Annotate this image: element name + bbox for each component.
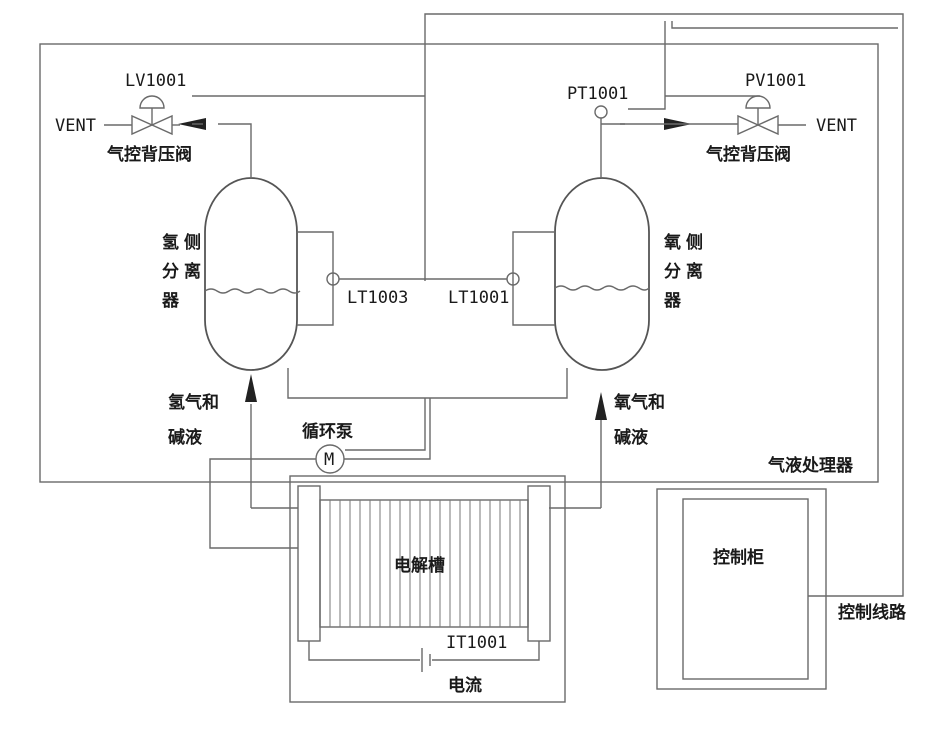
electrolyzer-label: 电解槽: [394, 555, 445, 576]
o2-liquid-level: [555, 286, 649, 290]
pt1001-sensor-icon: [595, 106, 607, 118]
electrolyzer-end-right: [528, 486, 550, 641]
valve-right-label: 气控背压阀: [705, 144, 791, 165]
control-line-inner: [672, 21, 898, 28]
h2-outlet-pipe: [218, 124, 251, 178]
o2-sep-char-1: 氧: [663, 232, 681, 253]
h2-sep-char-2: 侧: [184, 232, 201, 253]
it1001-label: IT1001: [446, 633, 507, 653]
vent-left-label: VENT: [55, 116, 96, 136]
lv1001-actuator-icon: [140, 96, 164, 108]
o2-alkali-label-2: 碱液: [614, 427, 648, 448]
lv1001-label: LV1001: [125, 71, 186, 91]
pt1001-label: PT1001: [567, 84, 628, 104]
h2-alkali-label-1: 氢气和: [168, 392, 219, 413]
o2-alkali-arrow: [595, 392, 607, 420]
o2-sep-char-4: 离: [686, 261, 703, 282]
lv1001-valve-left-icon: [132, 116, 152, 134]
h2-sep-char-3: 分: [162, 262, 179, 282]
h2-sep-char-5: 器: [161, 291, 180, 311]
pv1001-valve-right-icon: [758, 116, 778, 134]
current-label: 电流: [448, 675, 482, 696]
h2-sep-char-1: 氢: [162, 232, 179, 253]
control-line-label: 控制线路: [838, 602, 907, 623]
h2-liquid-level: [205, 289, 300, 293]
o2-sep-char-3: 分: [664, 262, 681, 282]
pv1001-label: PV1001: [745, 71, 806, 91]
control-cabinet-inner: [683, 499, 808, 679]
lt1001-label: LT1001: [448, 288, 509, 308]
pump-motor-symbol: M: [324, 450, 334, 470]
o2-sep-char-5: 器: [663, 291, 682, 311]
h2-sep-char-4: 离: [184, 261, 201, 282]
electrolyzer-end-left: [298, 486, 320, 641]
o2-alkali-label-1: 氧气和: [613, 392, 665, 413]
gas-liquid-processor-label: 气液处理器: [767, 455, 854, 476]
control-cabinet-label: 控制柜: [713, 547, 764, 568]
vent-right-label: VENT: [816, 116, 857, 136]
lv1001-valve-right-icon: [152, 116, 172, 134]
return-pipe: [288, 368, 567, 398]
h2-alkali-label-2: 碱液: [168, 427, 202, 448]
return-to-pump: [345, 398, 425, 450]
h2-separator-vessel: [205, 178, 297, 370]
o2-sep-char-2: 侧: [686, 232, 703, 253]
control-line-pt: [628, 21, 665, 109]
lt1003-label: LT1003: [347, 288, 408, 308]
valve-left-label: 气控背压阀: [106, 144, 192, 165]
h2-alkali-arrow: [245, 374, 257, 402]
electrolyzer-outer: [290, 476, 565, 702]
pump-discharge-pipe: [210, 459, 316, 548]
o2-separator-vessel: [555, 178, 649, 370]
current-line-left: [309, 641, 420, 660]
pump-label: 循环泵: [302, 421, 353, 442]
pv1001-actuator-icon: [746, 96, 770, 108]
pv1001-valve-left-icon: [738, 116, 758, 134]
